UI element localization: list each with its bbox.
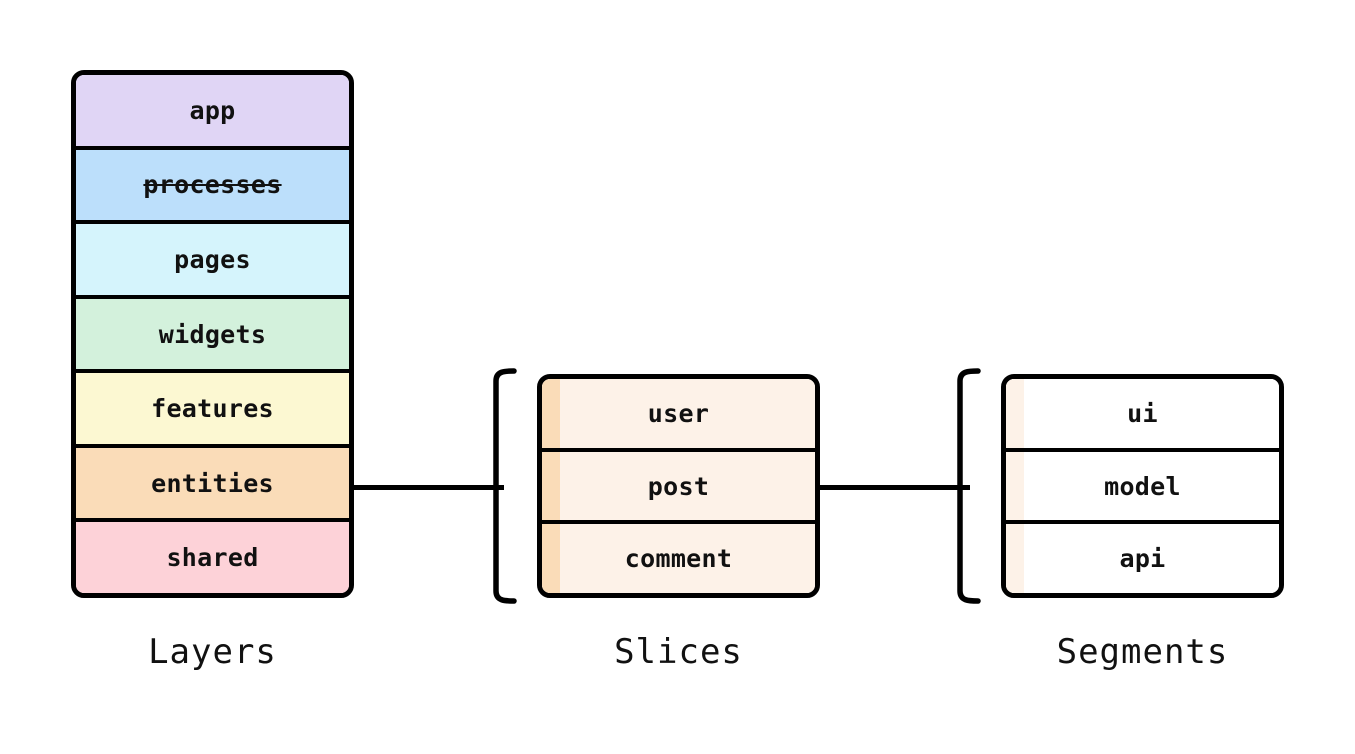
slices-stack: user post comment — [537, 374, 820, 598]
segment-label-ui: ui — [1127, 398, 1158, 428]
segment-accent-stripe — [1006, 524, 1024, 593]
layers-stack: app processes pages widgets features ent… — [71, 70, 354, 598]
layer-label-app: app — [189, 95, 236, 125]
layer-row-entities[interactable]: entities — [76, 447, 349, 523]
segment-row-api[interactable]: api — [1006, 524, 1279, 593]
segment-accent-stripe — [1006, 451, 1024, 521]
layer-label-shared: shared — [166, 543, 259, 573]
slice-label-user: user — [647, 398, 710, 428]
segment-label-api: api — [1119, 544, 1166, 574]
slice-row-comment[interactable]: comment — [542, 524, 815, 593]
connector-slices-to-segments — [818, 485, 970, 490]
slice-accent-stripe — [542, 451, 560, 521]
layer-row-shared[interactable]: shared — [76, 522, 349, 593]
slice-row-user[interactable]: user — [542, 379, 815, 452]
slice-row-post[interactable]: post — [542, 451, 815, 525]
segment-row-ui[interactable]: ui — [1006, 379, 1279, 452]
layer-row-app[interactable]: app — [76, 75, 349, 150]
segment-label-model: model — [1104, 471, 1181, 501]
layer-label-widgets: widgets — [158, 319, 267, 349]
caption-layers: Layers — [148, 632, 277, 672]
layer-row-widgets[interactable]: widgets — [76, 298, 349, 374]
slice-label-comment: comment — [624, 544, 733, 574]
segment-row-model[interactable]: model — [1006, 451, 1279, 525]
layer-label-features: features — [151, 394, 274, 424]
layer-row-pages[interactable]: pages — [76, 224, 349, 299]
layer-row-features[interactable]: features — [76, 373, 349, 448]
segment-accent-stripe — [1006, 379, 1024, 448]
segments-stack: ui model api — [1001, 374, 1284, 598]
caption-slices: Slices — [614, 632, 743, 672]
layer-label-pages: pages — [174, 244, 251, 274]
slice-accent-stripe — [542, 524, 560, 593]
layer-row-processes[interactable]: processes — [76, 149, 349, 225]
slice-accent-stripe — [542, 379, 560, 448]
caption-segments: Segments — [1056, 632, 1229, 672]
layer-label-entities: entities — [151, 468, 274, 498]
slice-label-post: post — [647, 471, 710, 501]
connector-entities-to-slices — [352, 485, 504, 490]
layer-label-processes: processes — [143, 170, 282, 200]
